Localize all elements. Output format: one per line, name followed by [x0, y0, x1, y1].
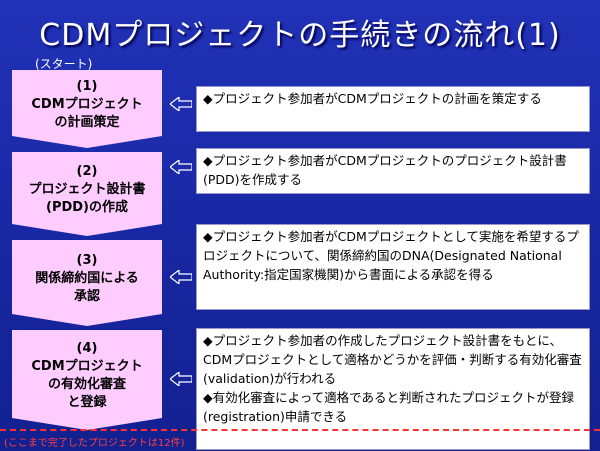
step-3-description: ◆プロジェクト参加者がCDMプロジェクトとして実施を希望するプロジェクトについて…: [196, 224, 590, 310]
description-text: ◆プロジェクト参加者がCDMプロジェクトとして実施を希望するプロジェクトについて…: [203, 229, 579, 282]
step-label-line: 関係締約国による: [35, 271, 139, 286]
step-4-box: (4) CDMプロジェクト の有効化審査 と登録: [12, 330, 162, 430]
step-number: (3): [76, 253, 98, 268]
step-1-description: ◆プロジェクト参加者がCDMプロジェクトの計画を策定する: [196, 86, 590, 132]
step-number: (2): [76, 164, 98, 179]
start-label: (スタート): [35, 57, 93, 71]
step-1-box: (1) CDMプロジェクト の計画策定: [12, 70, 162, 148]
step-label-line: CDMプロジェクト: [31, 359, 143, 374]
description-text: ◆プロジェクト参加者がCDMプロジェクトの計画を策定する: [203, 91, 542, 106]
left-arrow-icon: [170, 97, 192, 111]
step-label-line: と登録: [67, 395, 107, 410]
description-text: ◆プロジェクト参加者の作成したプロジェクト設計書をもとに、CDMプロジェクトとし…: [203, 333, 582, 386]
step-label-line: プロジェクト設計書: [28, 182, 146, 197]
step-2-box: (2) プロジェクト設計書 (PDD)の作成: [12, 152, 162, 236]
step-label-line: CDMプロジェクト: [31, 97, 143, 112]
completion-divider: [0, 429, 600, 431]
step-2-description: ◆プロジェクト参加者がCDMプロジェクトのプロジェクト設計書(PDD)を作成する: [196, 148, 590, 194]
completion-note: (ここまで完了したプロジェクトは12件): [4, 438, 185, 449]
step-4-description: ◆プロジェクト参加者の作成したプロジェクト設計書をもとに、CDMプロジェクトとし…: [196, 328, 590, 450]
step-3-box: (3) 関係締約国による 承認: [12, 240, 162, 326]
page-title: CDMプロジェクトの手続きの流れ(1): [39, 18, 561, 53]
step-label-line: の計画策定: [54, 115, 120, 130]
left-arrow-icon: [170, 160, 192, 174]
step-label-line: (PDD)の作成: [46, 200, 128, 215]
step-number: (4): [76, 341, 98, 356]
description-text: ◆プロジェクト参加者がCDMプロジェクトのプロジェクト設計書(PDD)を作成する: [203, 153, 567, 187]
step-label-line: 承認: [73, 289, 100, 304]
step-label-line: の有効化審査: [47, 377, 126, 392]
description-text: ◆有効化審査によって適格であると判断されたプロジェクトが登録(registrat…: [203, 390, 574, 424]
left-arrow-icon: [170, 270, 192, 284]
left-arrow-icon: [170, 372, 192, 386]
step-number: (1): [76, 79, 98, 94]
